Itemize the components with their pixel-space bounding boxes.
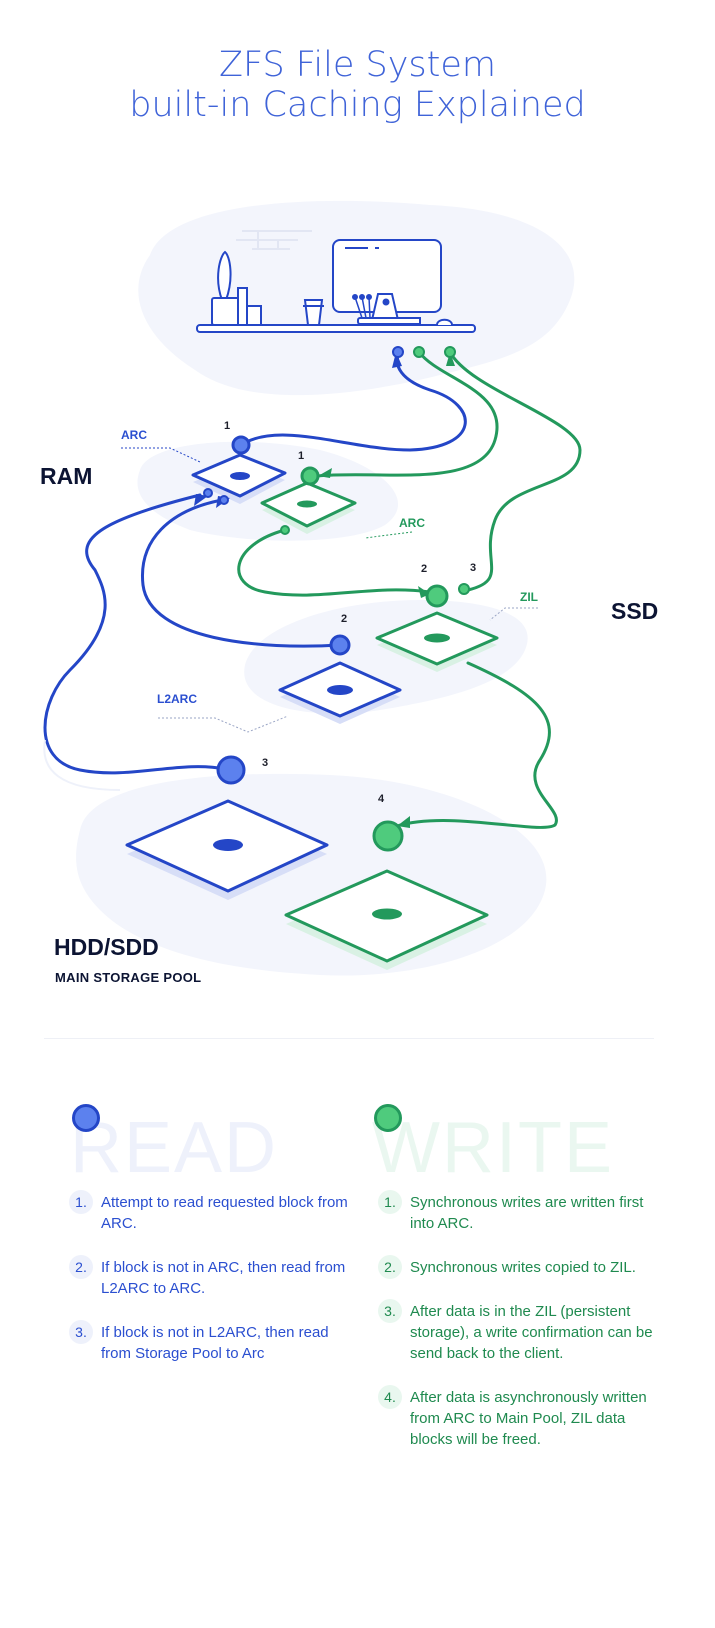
write-paths xyxy=(237,350,582,829)
write-step-1-number: 1 xyxy=(298,450,305,462)
write-step-3-dot xyxy=(458,583,470,595)
write-path-2 xyxy=(237,528,432,597)
ssd-label: SSD xyxy=(611,598,659,624)
write-step-1-text: Synchronous writes are written first int… xyxy=(410,1194,644,1232)
read-step-1-dot xyxy=(231,435,251,455)
read-dot-ram-1 xyxy=(203,488,213,498)
caching-diagram xyxy=(43,200,582,976)
read-step-3-number: 3 xyxy=(262,757,269,769)
read-paths xyxy=(43,354,467,775)
pool-read-tile xyxy=(125,799,329,900)
read-step-3-badge: 3. xyxy=(69,1320,93,1344)
read-dot-workstation xyxy=(392,346,404,358)
write-step-3-badge: 3. xyxy=(378,1299,402,1323)
arc-read-label: ARC xyxy=(121,428,147,442)
write-step-2-badge: 2. xyxy=(378,1255,402,1279)
l2arc-label: L2ARC xyxy=(157,692,198,706)
read-path-2 xyxy=(141,498,342,648)
write-path-3 xyxy=(448,350,582,592)
write-heading: WRITE xyxy=(372,1108,614,1188)
write-step-2-number: 2 xyxy=(421,563,428,575)
arc-write-label: ARC xyxy=(399,516,425,530)
ssd-zil-tile xyxy=(375,611,499,672)
read-step-2-dot xyxy=(329,634,351,656)
write-step-2-text: Synchronous writes copied to ZIL. xyxy=(410,1259,636,1276)
read-step-2-badge: 2. xyxy=(69,1255,93,1279)
read-dot-ram-2 xyxy=(219,495,229,505)
read-path-3 xyxy=(43,493,227,775)
write-dot-workstation-1 xyxy=(413,346,425,358)
read-step-1-text: Attempt to read requested block from ARC… xyxy=(101,1194,348,1232)
write-step-2-dot xyxy=(425,584,449,608)
read-step-3-dot xyxy=(216,755,246,785)
write-legend-dot xyxy=(374,1104,402,1132)
hdd-label: HDD/SDD xyxy=(54,934,159,960)
write-step-3-number: 3 xyxy=(470,562,477,574)
read-step-3-text: If block is not in L2ARC, then read from… xyxy=(101,1324,329,1362)
write-step-4-number: 4 xyxy=(378,793,385,805)
write-step-1-badge: 1. xyxy=(378,1190,402,1214)
wall-shelf-lines xyxy=(236,230,312,250)
write-path-4 xyxy=(395,661,558,829)
write-dot-workstation-2 xyxy=(444,346,456,358)
read-path-1 xyxy=(239,354,467,452)
main-storage-pool-label: MAIN STORAGE POOL xyxy=(55,970,202,985)
read-step-1-badge: 1. xyxy=(69,1190,93,1214)
write-step-1-dot xyxy=(300,466,320,486)
label-leader-lines xyxy=(121,447,538,733)
title-line-2: built-in Caching Explained xyxy=(129,85,586,125)
read-step-2-number: 2 xyxy=(341,613,348,625)
title-line-1: ZFS File System xyxy=(218,45,497,85)
ssd-l2arc-tile xyxy=(278,661,402,724)
read-legend-dot xyxy=(72,1104,100,1132)
ram-blob xyxy=(137,441,399,541)
read-step-2-text: If block is not in ARC, then read from L… xyxy=(101,1259,346,1297)
workstation-illustration xyxy=(196,239,476,333)
zil-label: ZIL xyxy=(520,590,538,604)
faint-guides xyxy=(43,739,121,791)
read-heading: READ xyxy=(70,1108,279,1188)
write-step-3-text: After data is in the ZIL (persistent sto… xyxy=(410,1303,653,1362)
pool-write-tile xyxy=(284,869,489,970)
ram-arc-tile xyxy=(191,453,287,504)
write-step-4-dot xyxy=(372,820,404,852)
write-step-4-text: After data is asynchronously written fro… xyxy=(410,1389,647,1448)
ram-label: RAM xyxy=(40,463,93,489)
write-path-1 xyxy=(316,350,499,478)
read-step-1-number: 1 xyxy=(224,420,231,432)
ram-arc-write-tile xyxy=(260,481,357,534)
write-step-4-badge: 4. xyxy=(378,1385,402,1409)
section-divider xyxy=(44,1038,654,1039)
write-dot-ram xyxy=(280,525,290,535)
